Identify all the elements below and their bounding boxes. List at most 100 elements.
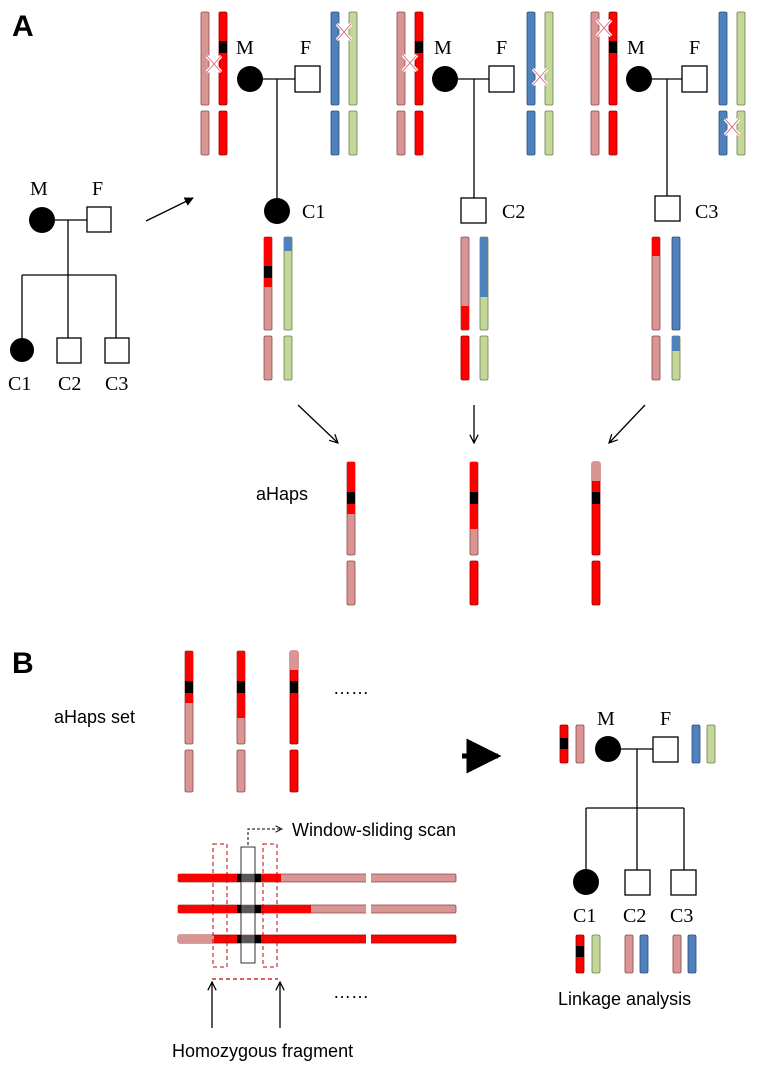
- locus-band: [219, 41, 227, 53]
- locus-band: [290, 681, 298, 693]
- chromosome-segment: [687, 934, 697, 974]
- strip-gap: [366, 870, 371, 947]
- chromosome-segment: [590, 11, 600, 106]
- fragment-label: Homozygous fragment: [172, 1041, 353, 1061]
- pedigree-b: M F C1 C2 C3: [559, 708, 716, 974]
- scan-strips: [177, 870, 457, 947]
- chromosome-segment: [651, 335, 661, 381]
- ahaps-set-label: aHaps set: [54, 707, 135, 727]
- chromosome-segment: [608, 110, 618, 156]
- crossover-marker: [336, 23, 352, 41]
- maternal-pink-segment: [290, 651, 298, 670]
- pedigree-b-mother-symbol: [595, 736, 621, 762]
- chromosome-segment: [671, 236, 681, 331]
- crossover-marker: [402, 54, 418, 72]
- locus-band: [237, 935, 261, 943]
- chromosome-segment: [736, 11, 746, 106]
- locus-band: [264, 266, 272, 278]
- locus-band: [237, 905, 261, 913]
- family1-mother-label: M: [236, 37, 254, 59]
- chromosome-segment: [460, 335, 470, 381]
- scan-label: Window-sliding scan: [292, 820, 456, 840]
- chromosome-segment: [575, 724, 585, 764]
- paternal-blue-segment: [480, 237, 488, 297]
- chromosome-segment: [218, 110, 228, 156]
- chromosome-segment: [346, 560, 356, 606]
- chromosome-segment: [479, 335, 489, 381]
- locus-band: [185, 681, 193, 693]
- locus-band: [415, 41, 423, 53]
- family2-mother-label: M: [434, 37, 452, 59]
- small-child3-symbol: [104, 337, 130, 364]
- strip-red: [178, 874, 281, 882]
- chromosome-segment: [591, 934, 601, 974]
- scan-window: [240, 846, 256, 964]
- pedigree-b-child2-label: C2: [623, 905, 646, 927]
- chromosome-segment: [184, 749, 194, 793]
- locus-band: [237, 874, 261, 882]
- chromosome-segment: [414, 110, 424, 156]
- family1-father-label: F: [300, 37, 311, 59]
- ahaps-label: aHaps: [256, 484, 308, 504]
- locus-band: [576, 946, 584, 957]
- chromosome-segment: [718, 11, 728, 106]
- chromosome-segment: [672, 934, 682, 974]
- chromosome-segment: [200, 110, 210, 156]
- chromosome-segment: [330, 110, 340, 156]
- maternal-red-segment: [652, 237, 660, 256]
- family2-child-label: C2: [502, 201, 525, 223]
- chromosome-segment: [639, 934, 649, 974]
- pedigree-b-child1-symbol: [573, 869, 599, 895]
- ahaps-set-chromosomes: [184, 650, 299, 793]
- small-mother-symbol: [29, 207, 55, 233]
- maternal-red-segment: [347, 462, 355, 514]
- family1-mother-symbol: [237, 66, 263, 92]
- panel-a-label: A: [12, 10, 34, 43]
- chromosome-segment: [591, 560, 601, 606]
- strip-segment: [177, 934, 457, 944]
- chromosome-segment: [263, 335, 273, 381]
- pedigree-b-child3-label: C3: [670, 905, 693, 927]
- crossover-marker: [532, 68, 548, 86]
- pedigree-b-father-label: F: [660, 708, 671, 730]
- locus-band: [560, 738, 568, 749]
- paternal-blue-segment: [672, 336, 680, 351]
- scan-direction-arrow: [247, 829, 282, 845]
- pedigree-b-father-symbol: [652, 736, 679, 763]
- chromosome-segment: [706, 724, 716, 764]
- pedigree-b-child1-label: C1: [573, 905, 596, 927]
- family3-mother-symbol: [626, 66, 652, 92]
- pedigree-b-mother-label: M: [597, 708, 615, 730]
- small-mother-label: M: [30, 178, 48, 200]
- dashed-window-left: [212, 843, 228, 968]
- chromosome-segment: [608, 11, 618, 106]
- chromosome-segment: [348, 11, 358, 106]
- family2-child-symbol: [460, 197, 487, 224]
- family-1: M F C1: [200, 11, 358, 381]
- expand-arrow: [145, 197, 194, 222]
- locus-band: [347, 492, 355, 504]
- locus-band: [470, 492, 478, 504]
- crossover-marker: [596, 19, 612, 37]
- linkage-label: Linkage analysis: [558, 989, 691, 1009]
- locus-band: [609, 41, 617, 53]
- chromosome-segment: [283, 335, 293, 381]
- small-child1-symbol: [10, 338, 34, 362]
- maternal-red-segment: [461, 306, 469, 330]
- family-3: M F C3: [590, 11, 746, 381]
- family3-child-symbol: [654, 195, 681, 222]
- chromosome-segment: [236, 749, 246, 793]
- maternal-red-segment: [264, 237, 272, 287]
- crossover-marker: [724, 118, 740, 136]
- crossover-marker: [206, 55, 222, 73]
- family1-child-symbol: [264, 198, 290, 224]
- small-father-label: F: [92, 178, 103, 200]
- small-pedigree: M F C1 C2 C3: [8, 178, 130, 395]
- chromosome-segment: [624, 934, 634, 974]
- maternal-pink-segment: [592, 462, 600, 481]
- chromosome-segment: [544, 11, 554, 106]
- chromosome-segment: [348, 110, 358, 156]
- chromosome-segment: [590, 110, 600, 156]
- family3-father-label: F: [689, 37, 700, 59]
